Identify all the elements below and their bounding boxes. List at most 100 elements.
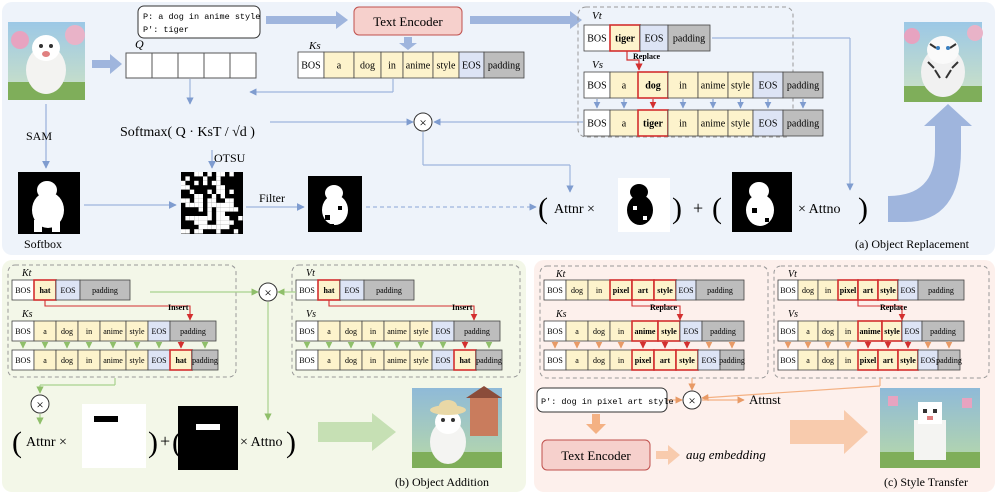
noise-pixel (207, 207, 212, 212)
noise-pixel (181, 229, 186, 234)
text-encoder-c[interactable] (541, 439, 651, 471)
attn-o-label-a: × Attno (798, 202, 841, 217)
token-label: in (596, 286, 602, 295)
noise-pixel (203, 176, 208, 181)
token-label: a (43, 327, 47, 336)
noise-pixel (203, 216, 208, 221)
noise-pixel (225, 216, 230, 221)
replace-arrow-c (631, 300, 684, 321)
token-label: style (437, 61, 456, 72)
noise-pixel (220, 211, 225, 216)
noise-pixel (225, 224, 230, 230)
token-label: EOS (645, 34, 664, 45)
noise-pixel (211, 202, 217, 208)
token-label: in (86, 327, 92, 336)
paren-close-b2: ) (286, 426, 296, 459)
noise-pixel (211, 224, 217, 230)
token-label: EOS (462, 61, 481, 72)
noise-pixel (225, 198, 230, 203)
token-label: padding (464, 327, 490, 336)
key-token-box-c (539, 265, 769, 379)
token-label: padding (92, 286, 118, 295)
token-label: in (679, 119, 687, 130)
arrow-encoder-to-vt (470, 11, 582, 29)
token-cell (609, 71, 639, 99)
noise-pixel (198, 216, 203, 221)
token-label: style (900, 356, 916, 365)
plus-a: + (693, 198, 703, 218)
kt-label-c: Kt (555, 269, 566, 280)
vs-label-c: Vs (788, 309, 798, 320)
noise-pixel (198, 194, 203, 199)
prompt-box-a (137, 5, 261, 39)
insert-label-b2: Insert (452, 303, 473, 312)
token-label: EOS (60, 286, 75, 295)
output-arrow-c (790, 410, 868, 454)
token-label: style (731, 119, 750, 130)
token-label: in (370, 356, 376, 365)
token-cell (667, 24, 711, 52)
token-label: dog (593, 327, 605, 336)
attn-o-mask-b (178, 406, 238, 470)
token-cell (483, 51, 525, 79)
token-label: pixel (613, 286, 630, 295)
noise-pixel (216, 216, 221, 221)
token-label: anime (387, 327, 407, 336)
noise-pixel (185, 198, 190, 203)
noise-pixel (233, 207, 239, 212)
token-cell (79, 279, 131, 301)
token-label: dog (61, 356, 73, 365)
noise-pixel (216, 207, 221, 212)
noise-pixel (207, 202, 212, 208)
noise-pixel (216, 224, 221, 230)
filtered-mask (308, 176, 362, 232)
noise-pixel (225, 220, 230, 225)
attn-r-label-b: Attnr × (26, 435, 67, 450)
token-label: style (413, 327, 429, 336)
noise-pixel (229, 202, 234, 208)
paren-open-b1: ( (12, 426, 22, 459)
token-label: art (863, 286, 874, 295)
token-label: padding (476, 356, 502, 365)
token-label: padding (673, 34, 705, 45)
noise-pixel (194, 172, 199, 177)
token-label: EOS (701, 356, 716, 365)
token-cell (453, 320, 501, 342)
token-label: EOS (759, 81, 778, 92)
filter-label: Filter (259, 191, 285, 205)
token-label: BOS (299, 327, 315, 336)
text-encoder-a[interactable] (353, 6, 463, 36)
noise-pixel (194, 229, 199, 234)
attn-r-label: Attnr × (554, 202, 595, 217)
token-label: BOS (301, 61, 320, 72)
token-cell (701, 320, 745, 342)
noise-pixel (229, 207, 234, 212)
token-label: BOS (780, 327, 796, 336)
softmax-formula: Softmax( Q · KsT / √d ) (120, 125, 255, 140)
token-label: BOS (299, 356, 315, 365)
token-label: style (129, 356, 145, 365)
aug-embedding-label: aug embedding (686, 447, 766, 462)
token-label: style (413, 356, 429, 365)
token-label: BOS (15, 327, 31, 336)
token-label: anime (103, 327, 123, 336)
token-label: EOS (759, 119, 778, 130)
token-cell (637, 71, 669, 99)
token-label: EOS (151, 356, 166, 365)
token-label: padding (488, 61, 520, 72)
token-label: a (806, 327, 810, 336)
noise-pixel (220, 207, 225, 212)
token-cell (727, 71, 754, 99)
token-cell (637, 109, 669, 137)
token-cell (191, 349, 219, 371)
prompt-box-c (536, 387, 668, 413)
token-label: in (845, 327, 851, 336)
token-label: style (679, 356, 695, 365)
token-cell (752, 109, 784, 137)
noise-pixel (181, 185, 186, 190)
token-label: anime (103, 356, 123, 365)
token-label: padding (192, 356, 218, 365)
token-label: padding (376, 286, 402, 295)
token-label: anime (406, 61, 431, 72)
token-label: a (806, 356, 810, 365)
